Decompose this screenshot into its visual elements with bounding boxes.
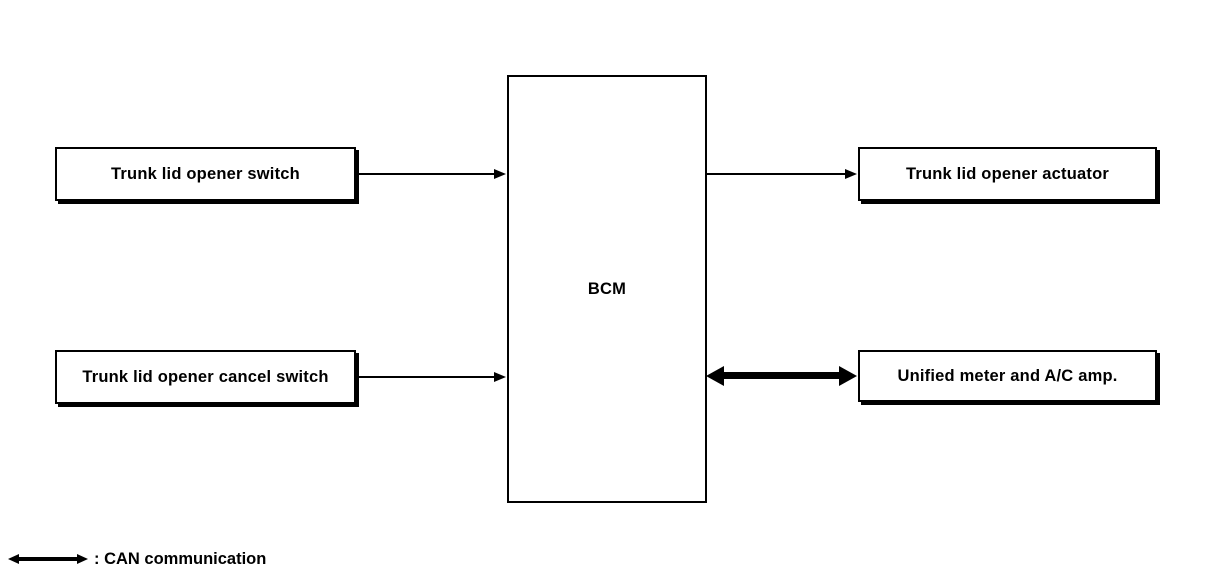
block-label: Trunk lid opener switch [111,164,300,183]
block-bcm: BCM [507,75,707,503]
block-label: Trunk lid opener actuator [905,164,1110,183]
arrowhead-right-icon [77,554,88,564]
arrow-shaft [356,173,494,175]
arrowhead-right-icon [494,169,506,179]
arrowhead-left-icon [706,366,724,386]
legend-label: : CAN communication [94,550,267,568]
arrow-shaft [722,372,840,379]
arrowhead-right-icon [494,372,506,382]
arrow-shaft [17,557,78,561]
arrowhead-left-icon [8,554,19,564]
block-label: Unified meter and A/C amp. [897,366,1118,385]
arrow-shaft [356,376,494,378]
block-trunk-lid-opener-cancel-switch: Trunk lid opener cancel switch [55,350,356,404]
block-trunk-lid-opener-switch: Trunk lid opener switch [55,147,356,201]
block-trunk-lid-opener-actuator: Trunk lid opener actuator [858,147,1157,201]
arrowhead-right-icon [845,169,857,179]
block-unified-meter-ac-amp: Unified meter and A/C amp. [858,350,1157,402]
arrow-shaft [707,173,845,175]
block-label: BCM [587,279,627,298]
arrowhead-right-icon [839,366,857,386]
block-label: Trunk lid opener cancel switch [82,367,329,386]
